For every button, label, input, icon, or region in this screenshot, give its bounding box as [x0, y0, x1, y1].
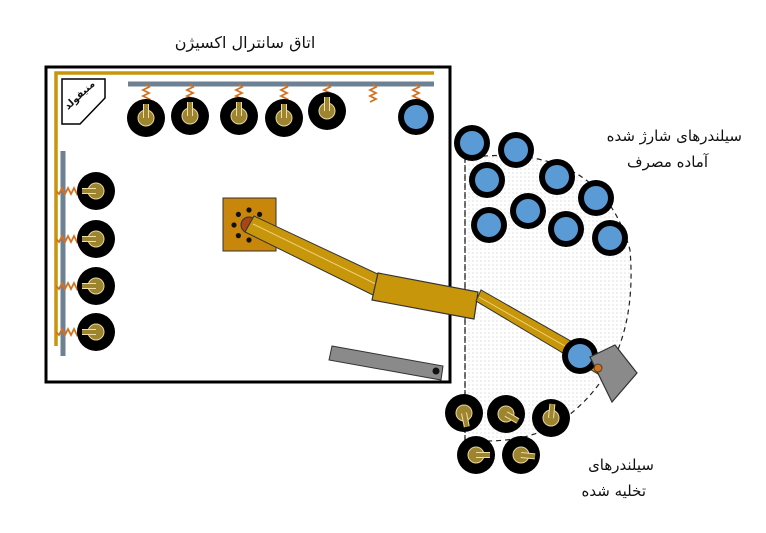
arm-sleeve [371, 272, 479, 320]
empty-cylinder [457, 436, 495, 474]
empty-cylinder [502, 436, 540, 474]
room-cylinder-left [77, 220, 115, 258]
arm-end-hook [593, 363, 603, 373]
room-cylinder-left [77, 267, 115, 305]
gray-bar-hole [432, 367, 440, 375]
room-cylinder-top [265, 99, 303, 137]
charged-cylinder [498, 132, 534, 168]
room-cylinder-top [127, 99, 165, 137]
empty-cylinder [532, 399, 570, 437]
charged-cylinders-label-line2: آماده مصرف [627, 153, 708, 171]
empty-cylinders-label-line1: سیلندرهای [588, 456, 654, 474]
room-wall [44, 65, 452, 384]
charged-cylinder [548, 211, 584, 247]
empty-cylinder [445, 394, 483, 432]
base-bolt [246, 237, 252, 243]
room-cylinder-charged [398, 99, 434, 135]
charged-cylinder [454, 125, 490, 161]
hose [367, 83, 379, 103]
cylinder-at-arm [562, 338, 598, 374]
base-bolt [235, 233, 241, 239]
room-cylinder-left [77, 313, 115, 351]
manifold-box [61, 78, 106, 125]
base-bolt [257, 211, 263, 217]
room-cylinder-top [171, 97, 209, 135]
room-title: اتاق سانترال اکسیژن [174, 33, 316, 52]
base-bolt [246, 207, 252, 213]
empty-cylinder [487, 395, 525, 433]
hose [410, 83, 422, 101]
charged-cylinder [471, 207, 507, 243]
room-cylinder-left [77, 172, 115, 210]
charged-cylinder [510, 193, 546, 229]
base-bolt [235, 211, 241, 217]
gray-bar [328, 345, 444, 381]
charged-cylinder [469, 162, 505, 198]
arm-inner-segment [244, 215, 385, 298]
brass-header-pipe [54, 71, 434, 346]
charged-cylinder [592, 220, 628, 256]
charged-cylinder [578, 180, 614, 216]
base-bolt [231, 222, 237, 228]
arm-end-clamp [589, 344, 638, 404]
charged-cylinder [539, 159, 575, 195]
empty-cylinders-label-line2: تخلیه شده [581, 482, 646, 500]
arm-inner-highlight [252, 223, 379, 286]
charged-cylinders-label-line1: سیلندرهای شارژ شده [606, 127, 742, 145]
room-cylinder-top [220, 97, 258, 135]
room-cylinder-top [308, 92, 346, 130]
